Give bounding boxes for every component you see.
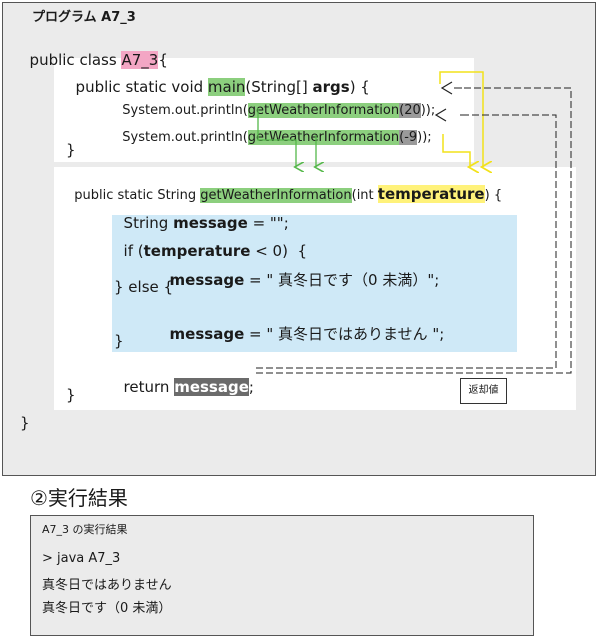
- class-close-brace: }: [20, 414, 30, 432]
- result-header: A7_3 の実行結果: [42, 523, 128, 536]
- main-modifiers: public static void: [75, 78, 208, 96]
- class-open-brace: {: [158, 51, 168, 69]
- if-rest: < 0) {: [250, 242, 308, 260]
- assign-line-2: message = " 真冬日ではありません ";: [160, 305, 445, 344]
- return-arrowhead-1: [440, 81, 453, 95]
- if-line: if (temperature < 0) {: [114, 224, 308, 260]
- if-var: temperature: [143, 242, 251, 260]
- return-semi: ;: [248, 378, 254, 396]
- program-label: プログラム A7_3: [32, 10, 136, 25]
- if-block: [112, 215, 517, 352]
- decl-var: message: [173, 214, 248, 232]
- class-declaration: public class A7_3{: [20, 33, 168, 69]
- decl-type: String: [123, 214, 174, 232]
- call-open-1: (: [399, 103, 405, 118]
- return-keyword: return: [123, 378, 175, 396]
- call-close-2: ));: [417, 130, 432, 145]
- decl-rest: = "";: [247, 214, 289, 232]
- assign1-rest: = " 真冬日です（0 未満）";: [244, 271, 440, 289]
- method-open: ) {: [484, 188, 503, 203]
- assign2-var: message: [169, 325, 245, 343]
- call-close-1: ));: [420, 103, 436, 118]
- result-panel: A7_3 の実行結果 > java A7_3 真冬日ではありません 真冬日です（…: [30, 515, 534, 636]
- return-arrowhead-2: [434, 108, 447, 122]
- return-var: message: [174, 378, 249, 396]
- else-line: } else {: [114, 278, 174, 296]
- class-name: A7_3: [121, 51, 159, 69]
- main-args: args: [312, 78, 350, 96]
- main-signature: public static void main(String[] args) {: [66, 60, 370, 96]
- main-close-brace: }: [66, 141, 76, 159]
- return-line: return message;: [114, 360, 254, 396]
- if-close-brace: }: [114, 332, 124, 350]
- main-name: main: [207, 78, 246, 96]
- result-line-2: 真冬日です（0 未満）: [42, 601, 172, 616]
- if-keyword: if (: [123, 242, 144, 260]
- argument-2: -9: [404, 130, 418, 145]
- method-close-brace: }: [66, 386, 76, 404]
- println-call: System.out.println(: [122, 130, 248, 145]
- class-keyword: public class: [29, 51, 122, 69]
- assign1-var: message: [169, 271, 245, 289]
- println-line-1: System.out.println(getWeatherInformation…: [114, 88, 435, 118]
- main-params: (String[]: [245, 78, 313, 96]
- result-line-1: 真冬日ではありません: [42, 578, 172, 593]
- method-signature: public static String getWeatherInformati…: [66, 170, 502, 203]
- assign2-rest: = " 真冬日ではありません ";: [244, 325, 445, 343]
- assign-line-1: message = " 真冬日です（0 未満）";: [160, 251, 440, 290]
- call-name-2: getWeatherInformation: [247, 130, 400, 145]
- return-arrow: [256, 87, 572, 374]
- argument-1: 20: [404, 103, 421, 118]
- method-modifiers: public static String: [74, 188, 201, 203]
- println-call: System.out.println(: [122, 103, 248, 118]
- argument-arrow-2: [442, 134, 470, 167]
- call-name-1: getWeatherInformation: [247, 103, 400, 118]
- method-param: temperature: [377, 185, 485, 203]
- declaration-line: String message = "";: [114, 196, 289, 232]
- method-name: getWeatherInformation: [200, 188, 352, 203]
- call-open-2: (: [399, 130, 405, 145]
- call-arrow-1: [257, 108, 296, 167]
- argument-arrow-1: [439, 71, 483, 167]
- method-param-type: (int: [351, 188, 378, 203]
- println-line-2: System.out.println(getWeatherInformation…: [114, 115, 432, 145]
- result-command: > java A7_3: [42, 551, 121, 566]
- return-value-label: 返却値: [460, 378, 507, 404]
- result-title: ②実行結果: [30, 486, 128, 510]
- main-open: ) {: [349, 78, 370, 96]
